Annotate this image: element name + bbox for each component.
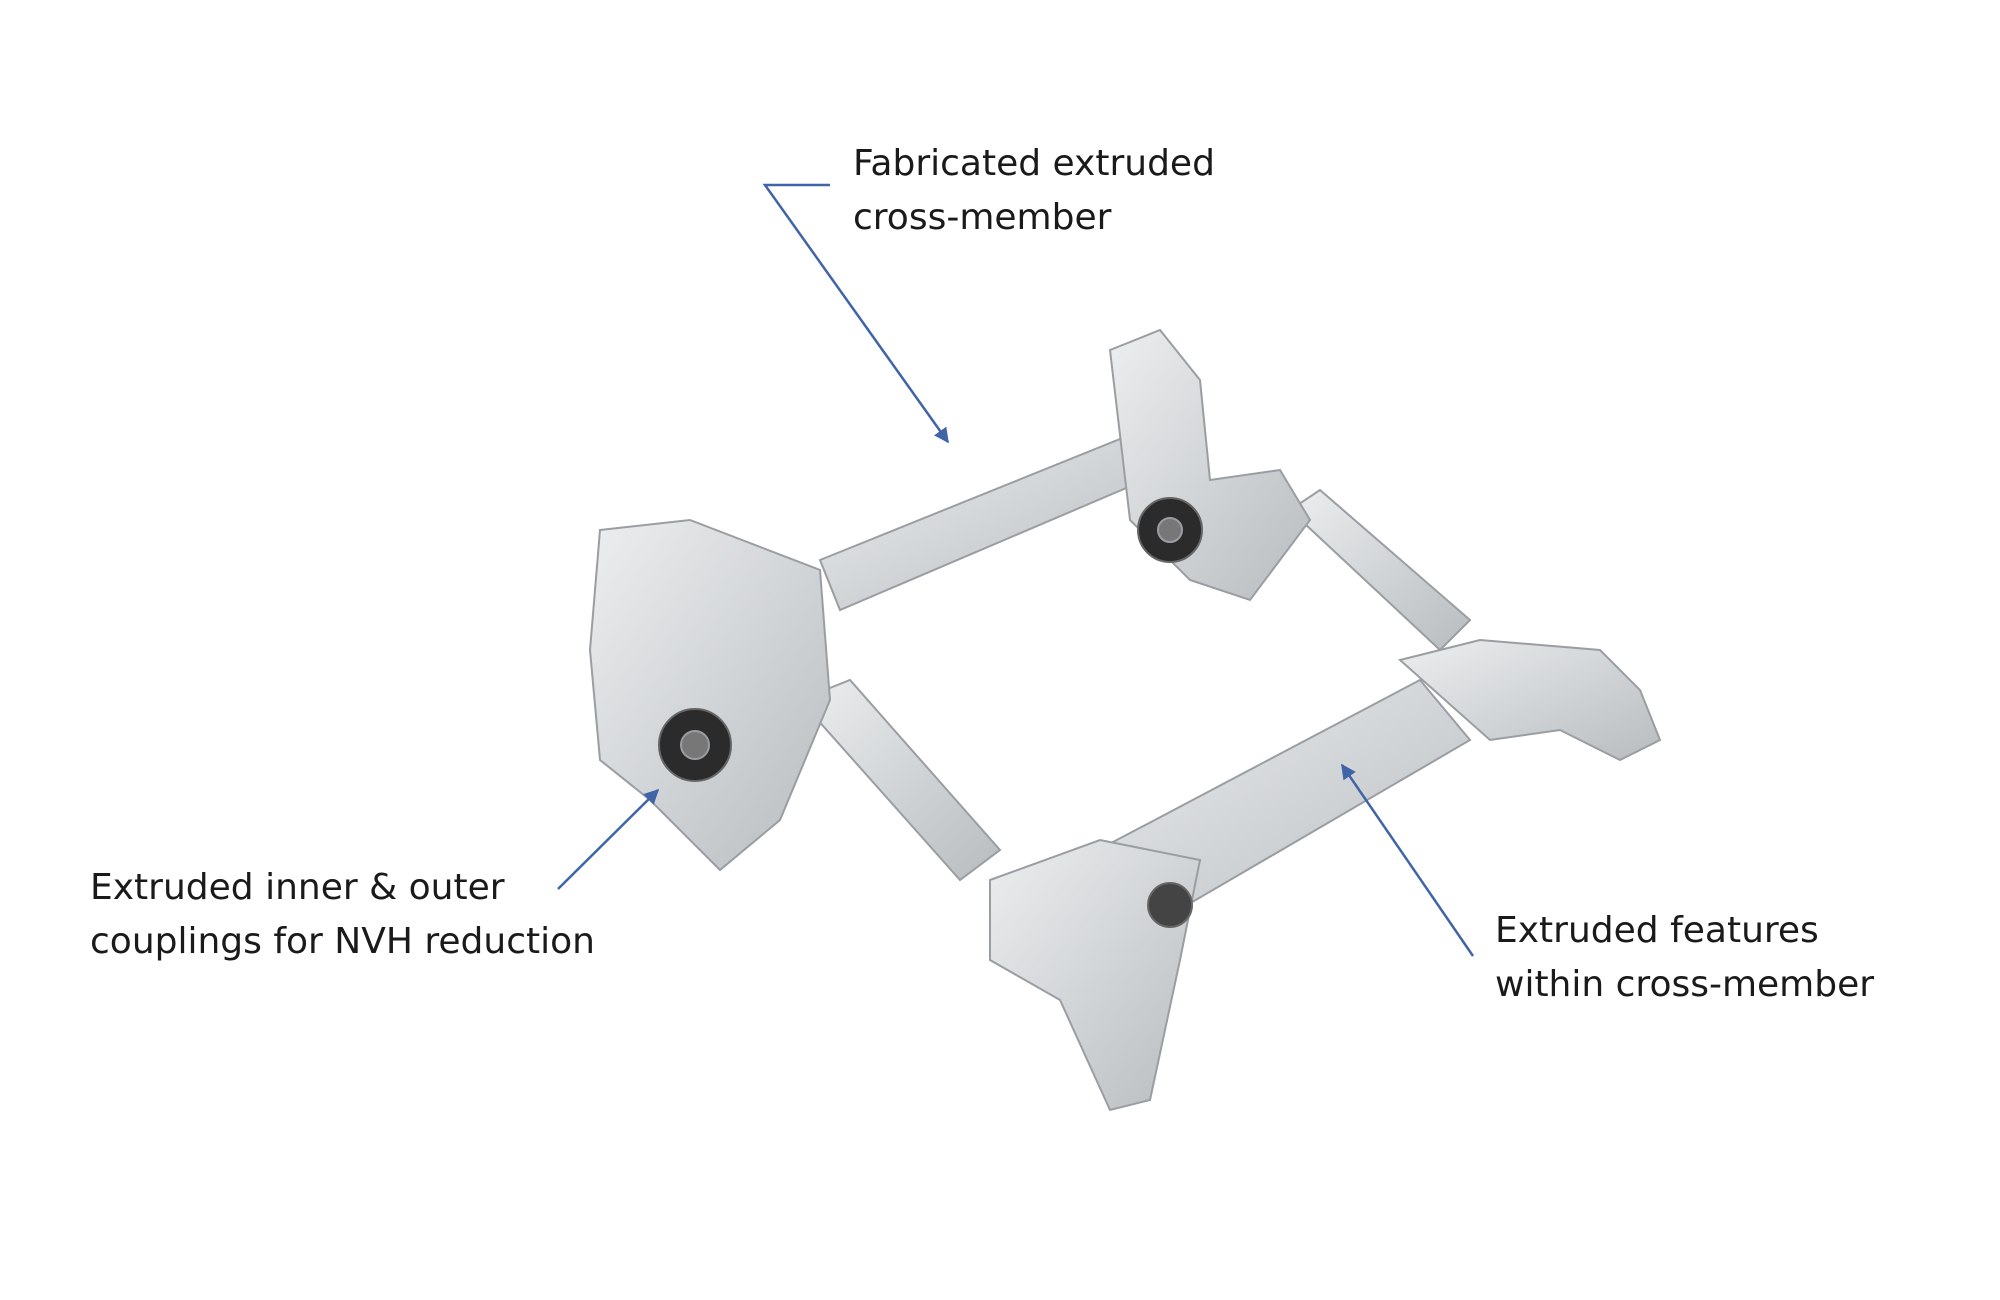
label-line: Extruded inner & outer <box>90 867 505 908</box>
label-fabricated-cross-member: Fabricated extruded cross-member <box>853 137 1215 245</box>
label-extruded-features: Extruded features within cross-member <box>1495 904 1874 1012</box>
label-line: Extruded features <box>1495 910 1819 951</box>
arrow-features <box>1340 763 1475 957</box>
label-line: couplings for NVH reduction <box>90 921 595 962</box>
arrow-couplings <box>557 788 660 890</box>
label-line: within cross-member <box>1495 964 1875 1005</box>
label-nvh-couplings: Extruded inner & outer couplings for NVH… <box>90 861 595 969</box>
arrow-cross-member <box>762 183 950 444</box>
aluminium-subframe <box>588 328 1662 1112</box>
label-line: Fabricated extruded <box>853 143 1215 184</box>
label-line: cross-member <box>853 197 1112 238</box>
callout-arrows <box>557 183 1475 957</box>
